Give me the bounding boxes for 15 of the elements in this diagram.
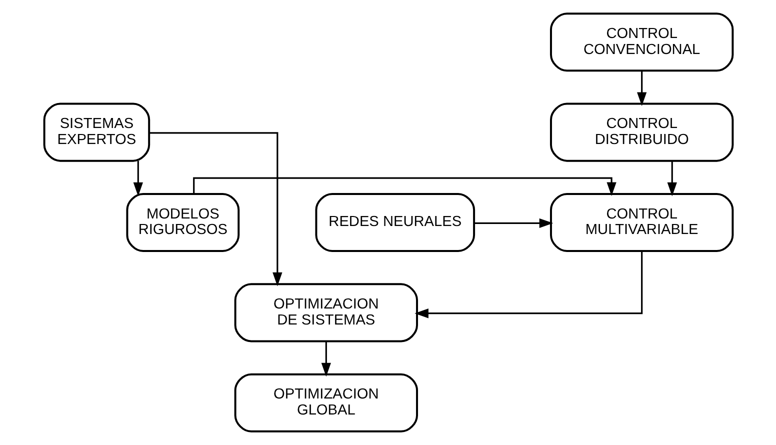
arrow bbox=[666, 160, 676, 196]
node-box: CONTROL DISTRIBUIDO bbox=[549, 102, 734, 162]
node-box: OPTIMIZACION DE SISTEMAS bbox=[234, 283, 418, 342]
node-box: SISTEMAS EXPERTOS bbox=[42, 102, 150, 162]
arrow bbox=[636, 70, 646, 106]
node-box: REDES NEURALES bbox=[314, 193, 475, 252]
arrow bbox=[132, 160, 142, 196]
node-box: CONTROL CONVENCIONAL bbox=[549, 12, 734, 72]
arrow bbox=[148, 132, 282, 286]
node-box: CONTROL MULTIVARIABLE bbox=[549, 193, 734, 252]
arrow bbox=[474, 218, 553, 228]
node-box: MODELOS RIGUROSOS bbox=[126, 193, 240, 252]
arrow bbox=[320, 341, 330, 377]
arrow bbox=[414, 251, 642, 318]
node-box: OPTIMIZACION GLOBAL bbox=[234, 373, 418, 432]
